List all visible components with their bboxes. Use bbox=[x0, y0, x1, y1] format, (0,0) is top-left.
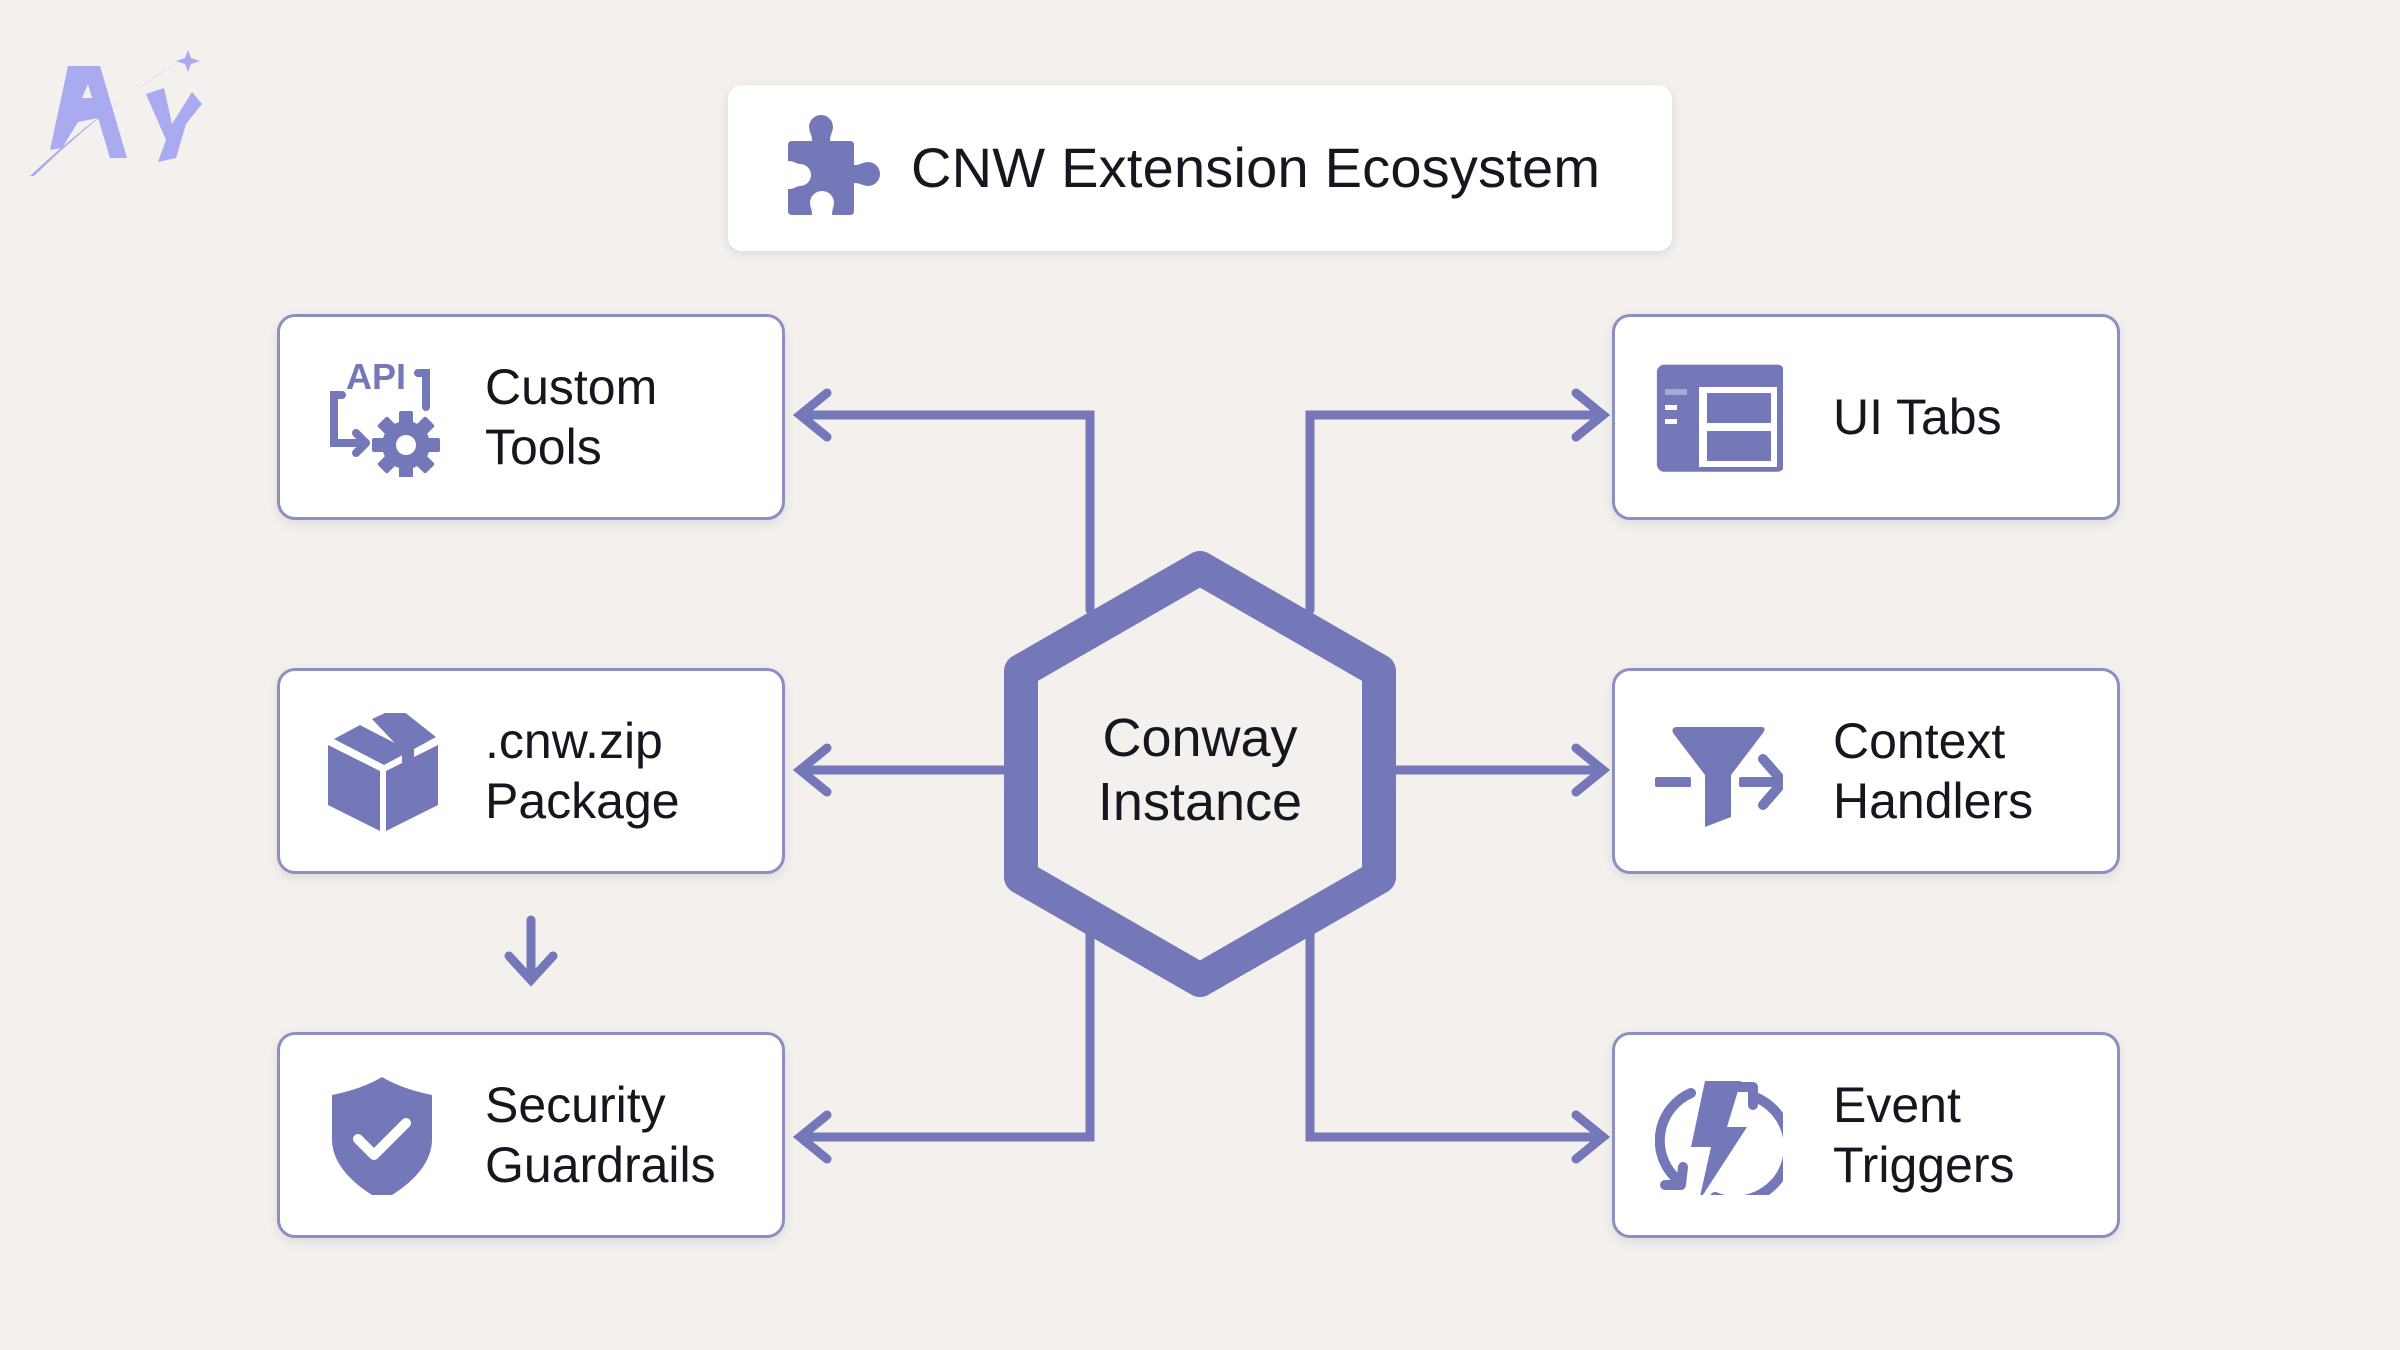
arrowhead-events bbox=[1571, 1110, 1611, 1164]
funnel-arrow-icon bbox=[1655, 727, 1783, 827]
edge-hub-events bbox=[1305, 925, 1608, 1142]
lightning-cycle-icon bbox=[1655, 1081, 1783, 1195]
node-event-triggers[interactable]: Event Triggers bbox=[1612, 1032, 2120, 1238]
node-label: UI Tabs bbox=[1833, 317, 2002, 517]
puzzle-piece-icon bbox=[788, 115, 880, 215]
api-gear-icon: API bbox=[330, 359, 440, 477]
page-title: CNW Extension Ecosystem bbox=[911, 136, 1601, 199]
node-label: Security Guardrails bbox=[485, 1035, 716, 1235]
node-label-line1: Context bbox=[1833, 713, 2006, 769]
node-ui-tabs[interactable]: UI Tabs bbox=[1612, 314, 2120, 520]
node-security-guardrails[interactable]: Security Guardrails bbox=[277, 1032, 785, 1238]
node-label-line1: Event bbox=[1833, 1077, 1961, 1133]
node-label: Event Triggers bbox=[1833, 1035, 2015, 1235]
node-label-line2: Package bbox=[485, 773, 680, 829]
node-label-line2: Triggers bbox=[1833, 1137, 2015, 1193]
edge-hub-ui-tabs bbox=[1305, 410, 1608, 615]
arrowhead-ui-tabs bbox=[1571, 388, 1611, 442]
node-label-line1: Custom bbox=[485, 359, 658, 415]
hub-label-line2: Instance bbox=[1097, 772, 1303, 832]
arrowhead-custom-tools bbox=[792, 388, 832, 442]
node-custom-tools[interactable]: API Custom Tools bbox=[277, 314, 785, 520]
edge-hub-security bbox=[795, 925, 1095, 1142]
node-package[interactable]: .cnw.zip Package bbox=[277, 668, 785, 874]
node-label-line1: UI Tabs bbox=[1833, 389, 2002, 445]
package-box-icon bbox=[328, 713, 438, 831]
title-card: CNW Extension Ecosystem bbox=[728, 85, 1672, 251]
hub-conway-instance[interactable]: Conway Instance bbox=[1060, 690, 1340, 850]
svg-text:API: API bbox=[346, 359, 406, 397]
node-label-line2: Handlers bbox=[1833, 773, 2034, 829]
layout-panel-icon bbox=[1656, 364, 1783, 472]
node-label: .cnw.zip Package bbox=[485, 671, 680, 871]
node-label-line1: .cnw.zip bbox=[485, 713, 663, 769]
arrowhead-package-security bbox=[504, 951, 558, 987]
shield-check-icon bbox=[332, 1077, 432, 1195]
node-label: Custom Tools bbox=[485, 317, 657, 517]
node-label-line1: Security bbox=[485, 1077, 666, 1133]
arrowhead-package bbox=[792, 743, 832, 797]
node-label-line2: Guardrails bbox=[485, 1137, 716, 1193]
node-context-handlers[interactable]: Context Handlers bbox=[1612, 668, 2120, 874]
edge-hub-custom-tools bbox=[795, 410, 1095, 615]
node-label: Context Handlers bbox=[1833, 671, 2033, 871]
arrowhead-context bbox=[1571, 743, 1611, 797]
hub-label-line1: Conway bbox=[1102, 708, 1298, 768]
hub-hexagon bbox=[1004, 551, 1396, 997]
node-label-line2: Tools bbox=[485, 419, 602, 475]
ay-logo-icon bbox=[30, 50, 202, 176]
arrowhead-security bbox=[792, 1110, 832, 1164]
